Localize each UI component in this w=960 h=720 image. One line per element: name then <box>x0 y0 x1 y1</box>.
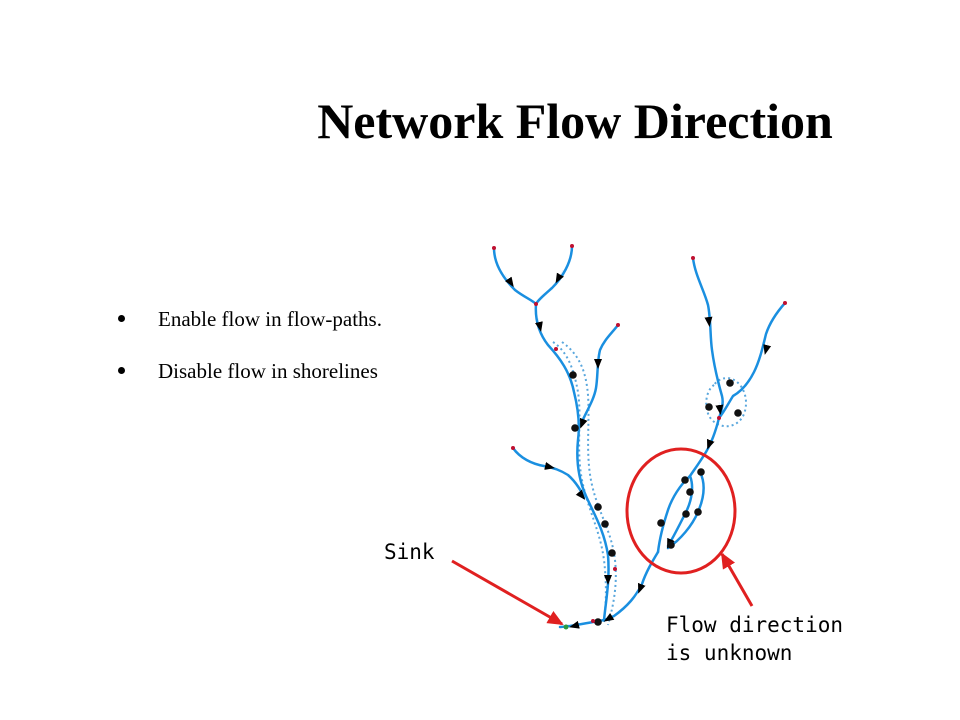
junction-node <box>697 468 705 476</box>
stream-path <box>492 246 538 306</box>
junction-node <box>705 403 713 411</box>
endpoint-marker <box>783 301 787 305</box>
endpoint-marker <box>492 246 496 250</box>
flow-arrow <box>540 462 555 470</box>
junction-node <box>726 379 734 387</box>
junction-node <box>681 476 689 484</box>
stream-path <box>688 416 721 478</box>
unknown-direction-circle <box>625 447 737 575</box>
unknown-pointer-arrow <box>720 552 754 607</box>
shoreline-group <box>552 341 747 626</box>
endpoint-marker <box>534 302 538 306</box>
slide-title: Network Flow Direction <box>317 93 833 149</box>
junction-node <box>608 549 616 557</box>
flow-arrow <box>569 620 583 629</box>
flow-arrow <box>707 436 715 450</box>
junction-node <box>694 508 702 516</box>
sink-pointer-arrow <box>451 559 564 626</box>
junction-node <box>571 424 579 432</box>
bullet-text: Disable flow in shorelines <box>158 359 378 383</box>
flow-arrow <box>555 269 564 284</box>
flow-arrow <box>763 341 772 355</box>
endpoint-marker <box>511 446 515 450</box>
junction-node <box>594 503 602 511</box>
junction-node-group <box>569 371 742 626</box>
flow-arrow <box>504 273 514 288</box>
bullet-item: Disable flow in shorelines <box>118 355 382 407</box>
stream-path <box>691 256 724 420</box>
flow-unknown-label: Flow direction is unknown <box>666 611 843 667</box>
endpoint-marker <box>691 256 695 260</box>
endpoint-marker-group <box>492 244 787 623</box>
endpoint-marker <box>613 567 617 571</box>
callout-group <box>451 447 754 626</box>
junction-node <box>594 618 602 626</box>
stream-path <box>534 244 574 306</box>
junction-node <box>686 488 694 496</box>
flow-arrow <box>704 312 713 327</box>
bullet-list: Enable flow in flow-paths. Disable flow … <box>118 303 382 407</box>
shoreline-path <box>561 341 617 626</box>
stream-path <box>578 323 620 428</box>
shoreline-path <box>552 341 607 623</box>
flow-unknown-label-line1: Flow direction <box>666 613 844 637</box>
stream-path <box>656 474 692 554</box>
endpoint-marker <box>570 244 574 248</box>
endpoint-marker <box>616 323 620 327</box>
bullet-icon <box>118 315 125 322</box>
sink-point <box>563 624 569 630</box>
flow-arrow <box>638 580 646 594</box>
flow-arrow <box>603 612 617 622</box>
stream-path <box>511 446 586 500</box>
junction-node <box>682 510 690 518</box>
junction-node <box>569 371 577 379</box>
stream-path <box>534 302 610 622</box>
flow-arrow <box>715 401 724 415</box>
flow-arrow <box>575 489 586 500</box>
endpoint-marker <box>717 416 721 420</box>
bullet-text: Enable flow in flow-paths. <box>158 307 382 331</box>
junction-node <box>734 409 742 417</box>
junction-node <box>601 520 609 528</box>
endpoint-marker <box>554 347 558 351</box>
junction-node <box>667 541 675 549</box>
flow-unknown-label-line2: is unknown <box>666 641 793 665</box>
flow-arrow <box>535 317 543 332</box>
shoreline-path <box>705 376 747 428</box>
junction-node <box>657 519 665 527</box>
sink-label: Sink <box>384 540 435 564</box>
bullet-item: Enable flow in flow-paths. <box>118 303 382 355</box>
bullet-icon <box>118 367 125 374</box>
stream-path <box>717 301 787 420</box>
endpoint-marker <box>591 619 595 623</box>
flow-arrow <box>580 415 588 429</box>
flow-arrow-group <box>504 269 772 629</box>
